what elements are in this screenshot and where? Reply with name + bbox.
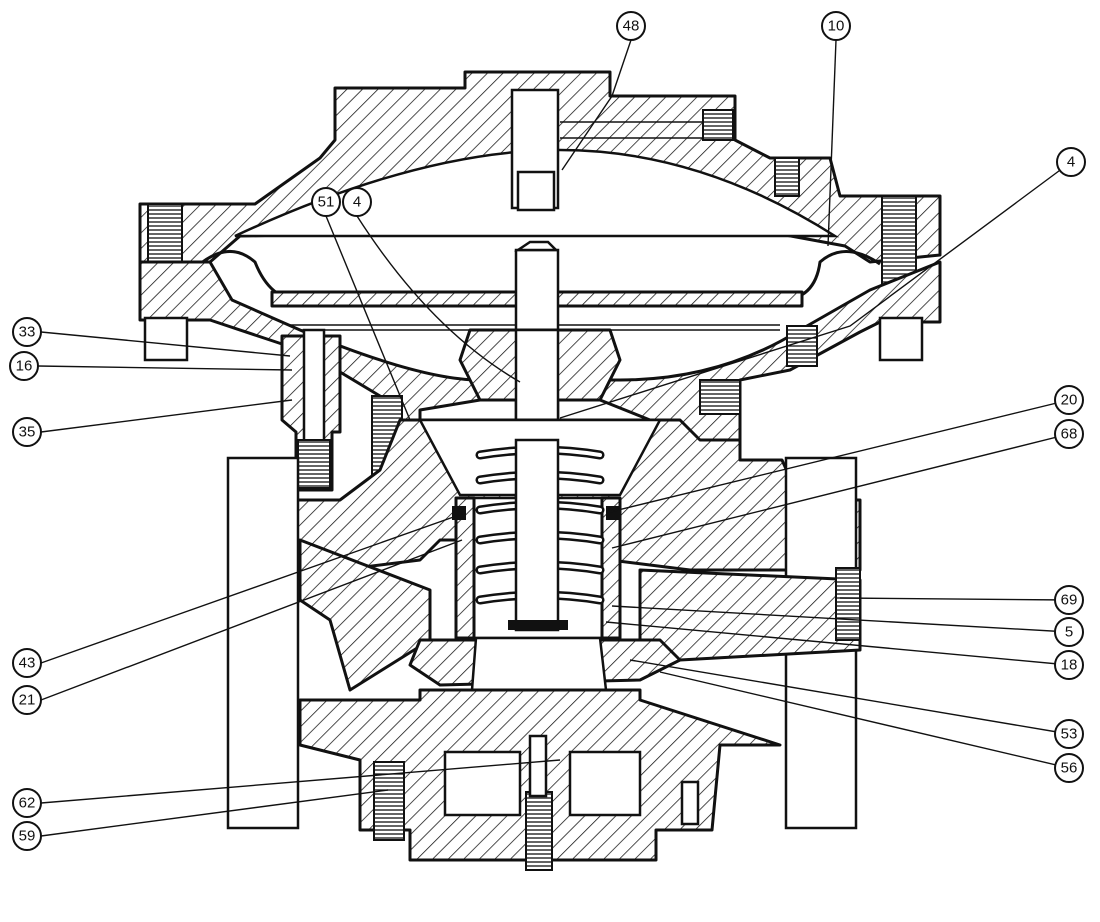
svg-text:56: 56	[1061, 760, 1078, 777]
callout-35: 35	[12, 417, 42, 447]
svg-text:5: 5	[1065, 624, 1073, 641]
svg-text:51: 51	[318, 194, 335, 211]
leader-lines	[37, 39, 1072, 837]
svg-text:16: 16	[16, 358, 33, 375]
callout-53: 53	[1054, 719, 1084, 749]
callout-43: 43	[12, 648, 42, 678]
svg-text:48: 48	[623, 18, 640, 35]
callout-56: 56	[1054, 753, 1084, 783]
svg-text:59: 59	[19, 828, 36, 845]
callout-16: 16	[9, 351, 39, 381]
svg-text:62: 62	[19, 795, 36, 812]
callout-5: 5	[1054, 617, 1084, 647]
callout-62: 62	[12, 788, 42, 818]
valve-body	[226, 418, 862, 830]
svg-text:10: 10	[828, 18, 845, 35]
svg-text:35: 35	[19, 424, 36, 441]
callout-48: 48	[616, 11, 646, 41]
svg-text:4: 4	[1067, 154, 1075, 171]
svg-text:4: 4	[353, 194, 361, 211]
callout-68: 68	[1054, 419, 1084, 449]
svg-text:69: 69	[1061, 592, 1078, 609]
callout-33: 33	[12, 317, 42, 347]
svg-text:53: 53	[1061, 726, 1078, 743]
svg-text:43: 43	[19, 655, 36, 672]
svg-text:20: 20	[1061, 392, 1078, 409]
callout-21: 21	[12, 685, 42, 715]
valve-seat	[408, 620, 682, 692]
spring-cage	[452, 438, 622, 640]
vent-post	[280, 328, 342, 492]
callout-4-upper-right: 4	[1056, 147, 1086, 177]
svg-text:68: 68	[1061, 426, 1078, 443]
callout-18: 18	[1054, 650, 1084, 680]
callout-51: 51	[311, 187, 341, 217]
svg-text:21: 21	[19, 692, 36, 709]
callout-20: 20	[1054, 385, 1084, 415]
callout-59: 59	[12, 821, 42, 851]
upper-diaphragm-case	[138, 70, 942, 311]
callout-4-center: 4	[342, 187, 372, 217]
svg-text:33: 33	[19, 324, 36, 341]
bottom-cap	[298, 688, 782, 871]
callout-69: 69	[1054, 585, 1084, 615]
callout-10: 10	[821, 11, 851, 41]
svg-text:18: 18	[1061, 657, 1078, 674]
